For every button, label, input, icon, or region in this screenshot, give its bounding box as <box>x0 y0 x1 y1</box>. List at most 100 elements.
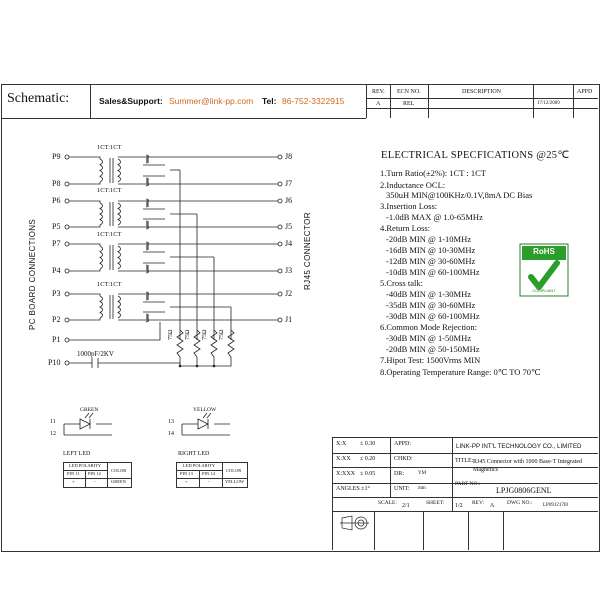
chkd-label: CHKD: <box>394 456 413 462</box>
scale-value: 2/1 <box>402 503 410 509</box>
spec-line: 8.Operating Temperature Range: 0℃ TO 70℃ <box>380 367 541 377</box>
appd-header: APPD <box>577 89 593 95</box>
spec-line: -30dB MIN @ 60-100MHz <box>386 311 480 321</box>
spec-line: -40dB MIN @ 1-30MHz <box>386 289 472 299</box>
right-pin-j3: J3 <box>285 266 293 275</box>
junction-dot <box>195 364 199 368</box>
capacitor-label: 1000pF/2KV <box>77 350 114 358</box>
dwg-value: LP091217I0 <box>543 503 568 508</box>
left-pin-p10: P10 <box>48 358 61 367</box>
left-pin-p6: P6 <box>52 196 61 205</box>
pin-dots <box>64 154 283 368</box>
rohs-sub: COMPLIANT <box>532 288 556 293</box>
spec-line: 350uH MIN@100KHz/0.1V,8mA DC Bias <box>386 190 533 200</box>
turns-ratio-label: 1CT:1CT <box>97 231 122 238</box>
sales-label: Sales&Support: <box>99 96 163 106</box>
spec-line: -10dB MIN @ 60-100MHz <box>386 267 480 277</box>
transformer-4 <box>96 291 170 323</box>
spec-line: 5.Cross talk: <box>380 278 423 288</box>
pin-dot <box>64 337 70 343</box>
spec-line: -30dB MIN @ 1-50MHz <box>386 333 472 343</box>
scale-label: SCALE: <box>378 500 397 506</box>
header-separator <box>90 84 91 118</box>
rev-value-tb: A <box>490 503 495 509</box>
description-header: DESCRIPTION <box>462 89 502 95</box>
pin-dot <box>64 360 70 366</box>
pin-dot <box>64 241 70 247</box>
junction-dot <box>212 364 216 368</box>
title-label: TITLE: <box>455 458 474 464</box>
spec-line: 6.Common Mode Rejection: <box>380 322 478 332</box>
pin-dot <box>64 317 70 323</box>
resistor <box>210 329 218 360</box>
tol-x-val: ± 0.30 <box>360 441 376 447</box>
pin-dot <box>64 268 70 274</box>
dr-label: DR: <box>394 471 405 477</box>
turns-ratio-label: 1CT:1CT <box>97 187 122 194</box>
green-led-diode <box>63 412 112 436</box>
pin-dot <box>277 224 283 230</box>
pin-dot <box>277 291 283 297</box>
spec-line: -12dB MIN @ 30-60MHz <box>386 256 476 266</box>
yellow-led-diode <box>181 412 230 436</box>
resistor-group <box>176 329 235 360</box>
appd-label: APPD: <box>394 441 412 447</box>
part-value: LPJG0806GENL <box>496 486 552 495</box>
spec-line: 4.Return Loss: <box>380 223 431 233</box>
pin-dot <box>64 198 70 204</box>
right-led-caption: RIGHT LED <box>178 451 210 457</box>
left-pin-p1: P1 <box>52 335 61 344</box>
left-pin-p9: P9 <box>52 152 61 161</box>
transformer-2 <box>96 198 170 230</box>
tol-xx: X:XX <box>336 456 351 462</box>
pin-dot <box>277 241 283 247</box>
rev-label: REV: <box>472 500 485 506</box>
pin-dot <box>64 154 70 160</box>
pc-board-label: PC BOARD CONNECTIONS <box>28 218 37 330</box>
spec-line: 7.Hipot Test: 1500Vrms MIN <box>380 355 481 365</box>
spec-line: -35dB MIN @ 30-60MHz <box>386 300 476 310</box>
dwg-label: DWG NO.: <box>507 500 533 506</box>
spec-line: 3.Insertion Loss: <box>380 201 438 211</box>
rev-date: 17/12/2009 <box>537 101 560 106</box>
unit-value: mm <box>418 486 426 491</box>
pin-14: 14 <box>168 431 174 437</box>
resistor-label: 75Ω <box>185 329 191 340</box>
resistor-label: 75Ω <box>168 329 174 340</box>
left-pin-p3: P3 <box>52 289 61 298</box>
pin-11: 11 <box>50 419 56 425</box>
tel-label: Tel: <box>262 96 277 106</box>
left-pin-p8: P8 <box>52 179 61 188</box>
left-pin-p7: P7 <box>52 239 61 248</box>
pin-dot <box>64 291 70 297</box>
header-divider <box>1 118 366 119</box>
right-pin-j1: J1 <box>285 315 293 324</box>
spec-title: ELECTRICAL SPECFICATIONS @25℃ <box>381 150 570 161</box>
right-pin-j6: J6 <box>285 196 293 205</box>
turns-ratio-label: 1CT:1CT <box>97 281 122 288</box>
pin-dot <box>64 181 70 187</box>
left-led-caption: LEFT LED <box>63 451 91 457</box>
sales-email-link[interactable]: Summer@link-pp.com <box>169 96 254 106</box>
dr-value: YM <box>418 471 427 476</box>
tel-number: 86-752-3322915 <box>282 96 345 106</box>
transformer-group <box>96 154 170 323</box>
right-led-table: LED POLARITY COLOR PIN 13 PIN 14 + - YEL… <box>176 462 248 488</box>
resistor <box>193 329 201 360</box>
resistor <box>227 329 235 360</box>
tol-x: X:X <box>336 441 347 447</box>
title-value: RJ45 Connector with 1000 Base-T Integrat… <box>473 459 583 473</box>
schematic-label: Schematic: <box>7 91 70 106</box>
unit-label: UNIT: <box>394 486 410 492</box>
header-separator-right <box>366 84 367 118</box>
rev-value: A <box>376 101 381 107</box>
spec-line: 1.Turn Ratio(±2%): 1CT : 1CT <box>380 168 486 178</box>
ecn-header: ECN NO. <box>397 89 421 95</box>
spec-line: 2.Inductance OCL: <box>380 180 446 190</box>
sheet-value: 1/2 <box>455 503 463 509</box>
right-pin-j8: J8 <box>285 152 293 161</box>
tol-xxx-val: ± 0.05 <box>360 471 376 477</box>
green-label: GREEN <box>80 407 99 413</box>
